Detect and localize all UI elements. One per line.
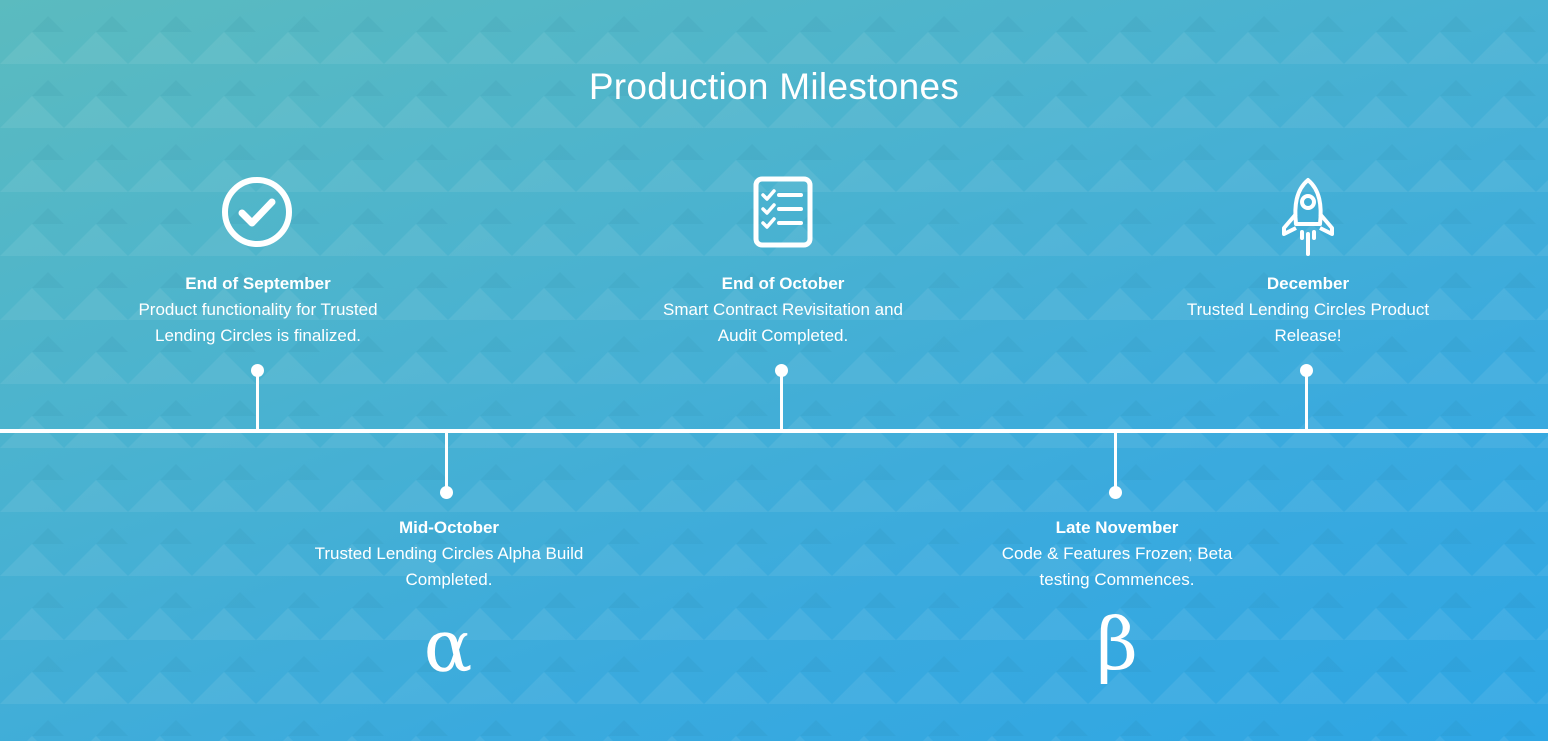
milestone-date: Mid-October — [398, 518, 500, 537]
alpha-icon: α — [423, 604, 473, 688]
milestone-late-november: Late November Code & Features Frozen; Be… — [967, 515, 1267, 593]
check-circle-icon — [222, 177, 292, 247]
beta-icon: β — [1096, 602, 1138, 686]
milestone-description: Trusted Lending Circles Product Release! — [1186, 300, 1430, 345]
timeline-dot — [440, 486, 453, 499]
milestone-mid-october: Mid-October Trusted Lending Circles Alph… — [299, 515, 599, 593]
milestone-date: End of September — [185, 274, 331, 293]
milestone-end-of-october: End of October Smart Contract Revisitati… — [633, 271, 933, 349]
milestone-description: Smart Contract Revisitation and Audit Co… — [663, 300, 903, 345]
milestone-description: Product functionality for Trusted Lendin… — [138, 300, 378, 345]
timeline-stem — [445, 432, 448, 492]
page-title: Production Milestones — [588, 66, 960, 107]
timeline-stem — [256, 370, 259, 430]
checklist-icon — [753, 176, 813, 248]
timeline-stem — [1305, 370, 1308, 430]
timeline-stem — [1114, 432, 1117, 492]
milestone-description: Code & Features Frozen; Beta testing Com… — [1001, 544, 1233, 589]
milestone-date: December — [1266, 274, 1350, 293]
rocket-icon — [1282, 178, 1334, 256]
milestone-description: Trusted Lending Circles Alpha Build Comp… — [314, 544, 584, 589]
milestone-december: December Trusted Lending Circles Product… — [1158, 271, 1458, 349]
timeline-dot — [1109, 486, 1122, 499]
milestone-date: End of October — [721, 274, 845, 293]
timeline-line — [0, 429, 1548, 433]
milestone-date: Late November — [1055, 518, 1179, 537]
milestone-end-of-september: End of September Product functionality f… — [108, 271, 408, 349]
timeline-stem — [780, 370, 783, 430]
